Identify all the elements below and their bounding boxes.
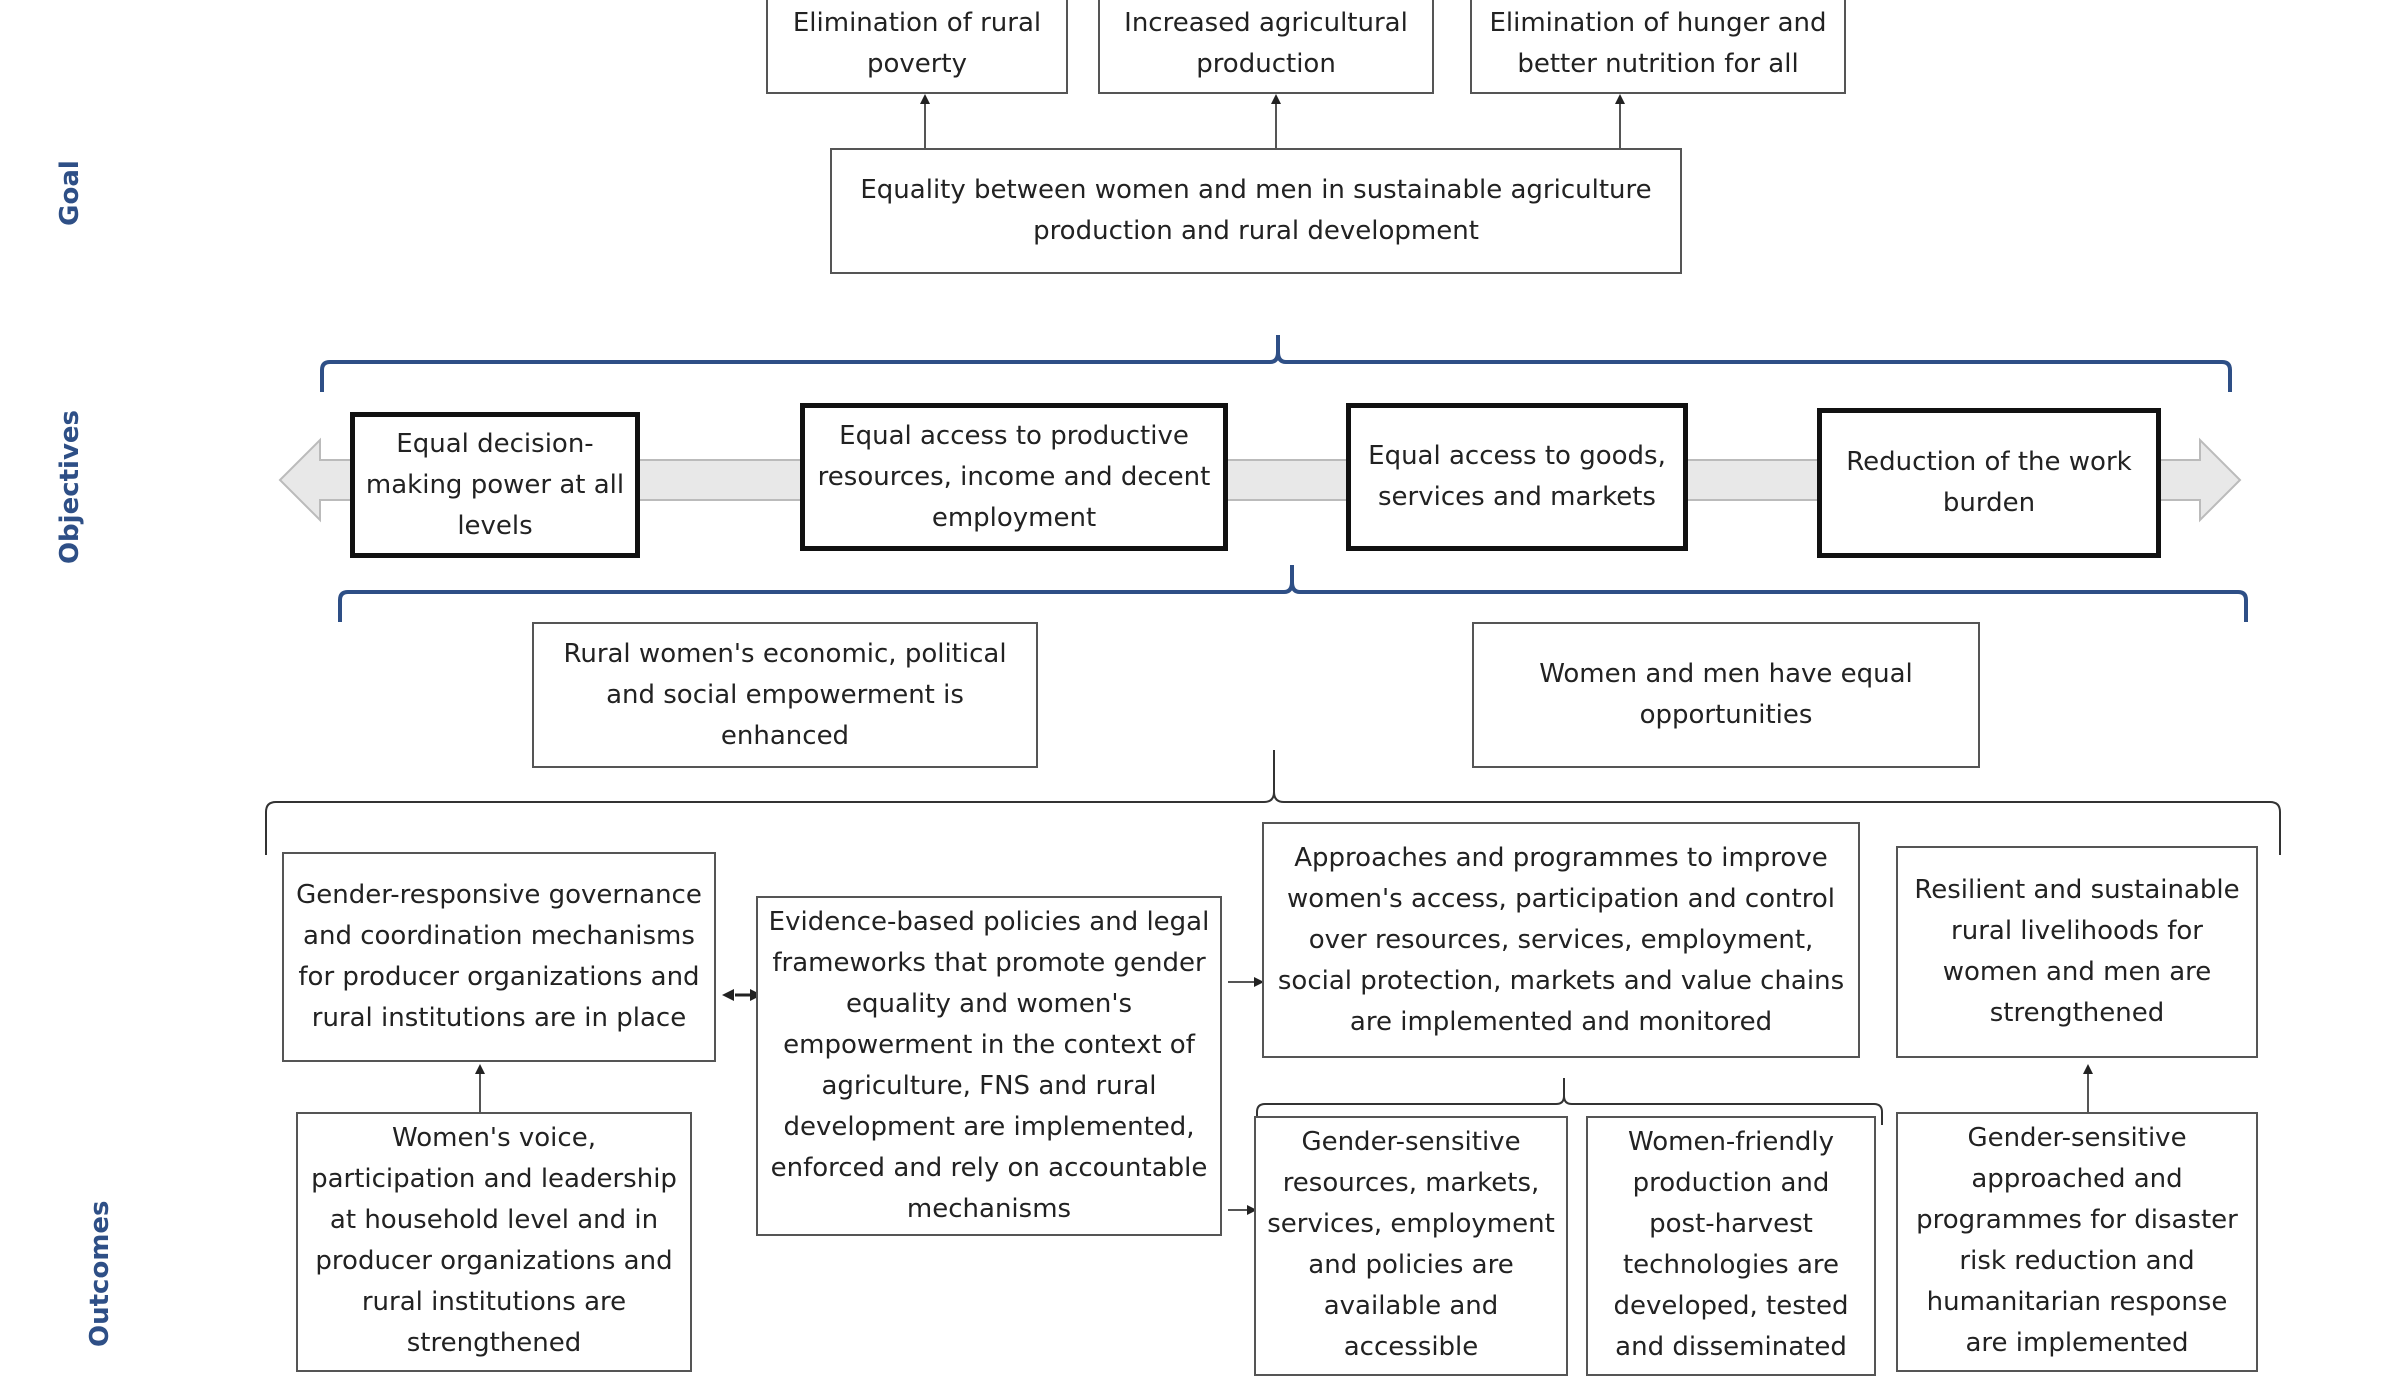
goal-box-hunger-nutrition: Elimination of hunger and better nutriti… bbox=[1470, 0, 1846, 94]
outcome-livelihoods: Resilient and sustainable rural liveliho… bbox=[1896, 846, 2258, 1058]
goal-main-box: Equality between women and men in sustai… bbox=[830, 148, 1682, 274]
objective-decision-making: Equal decision-making power at all level… bbox=[350, 412, 640, 558]
outcome-policies: Evidence-based policies and legal framew… bbox=[756, 896, 1222, 1236]
outcome-voice: Women's voice, participation and leaders… bbox=[296, 1112, 692, 1372]
objectives-top-brace bbox=[320, 335, 2232, 392]
objectives-bottom-brace bbox=[338, 565, 2248, 622]
side-label-outcomes: Outcomes bbox=[85, 1200, 115, 1347]
objective-productive-resources: Equal access to productive resources, in… bbox=[800, 403, 1228, 551]
goal-box-agricultural-production: Increased agricultural production bbox=[1098, 0, 1434, 94]
sub-outcomes-brace bbox=[1256, 1078, 1883, 1125]
arrow-head-left bbox=[722, 989, 734, 1001]
objective-goods-services: Equal access to goods, services and mark… bbox=[1346, 403, 1688, 551]
outcome-approaches: Approaches and programmes to improve wom… bbox=[1262, 822, 1860, 1058]
objective-work-burden: Reduction of the work burden bbox=[1817, 408, 2161, 558]
equal-opportunities-box: Women and men have equal opportunities bbox=[1472, 622, 1980, 768]
side-label-goal: Goal bbox=[55, 160, 85, 226]
outcome-governance: Gender-responsive governance and coordin… bbox=[282, 852, 716, 1062]
outcomes-brace bbox=[265, 750, 2281, 855]
outcome-gender-sensitive-resources: Gender-sensitive resources, markets, ser… bbox=[1254, 1116, 1568, 1376]
outcome-disaster-risk-reduction: Gender-sensitive approached and programm… bbox=[1896, 1112, 2258, 1372]
outcome-women-friendly-technologies: Women-friendly production and post-harve… bbox=[1586, 1116, 1876, 1376]
goal-box-rural-poverty: Elimination of rural poverty bbox=[766, 0, 1068, 94]
empowerment-box: Rural women's economic, political and so… bbox=[532, 622, 1038, 768]
objectives-double-arrow bbox=[278, 437, 2242, 523]
side-label-objectives: Objectives bbox=[55, 409, 85, 565]
